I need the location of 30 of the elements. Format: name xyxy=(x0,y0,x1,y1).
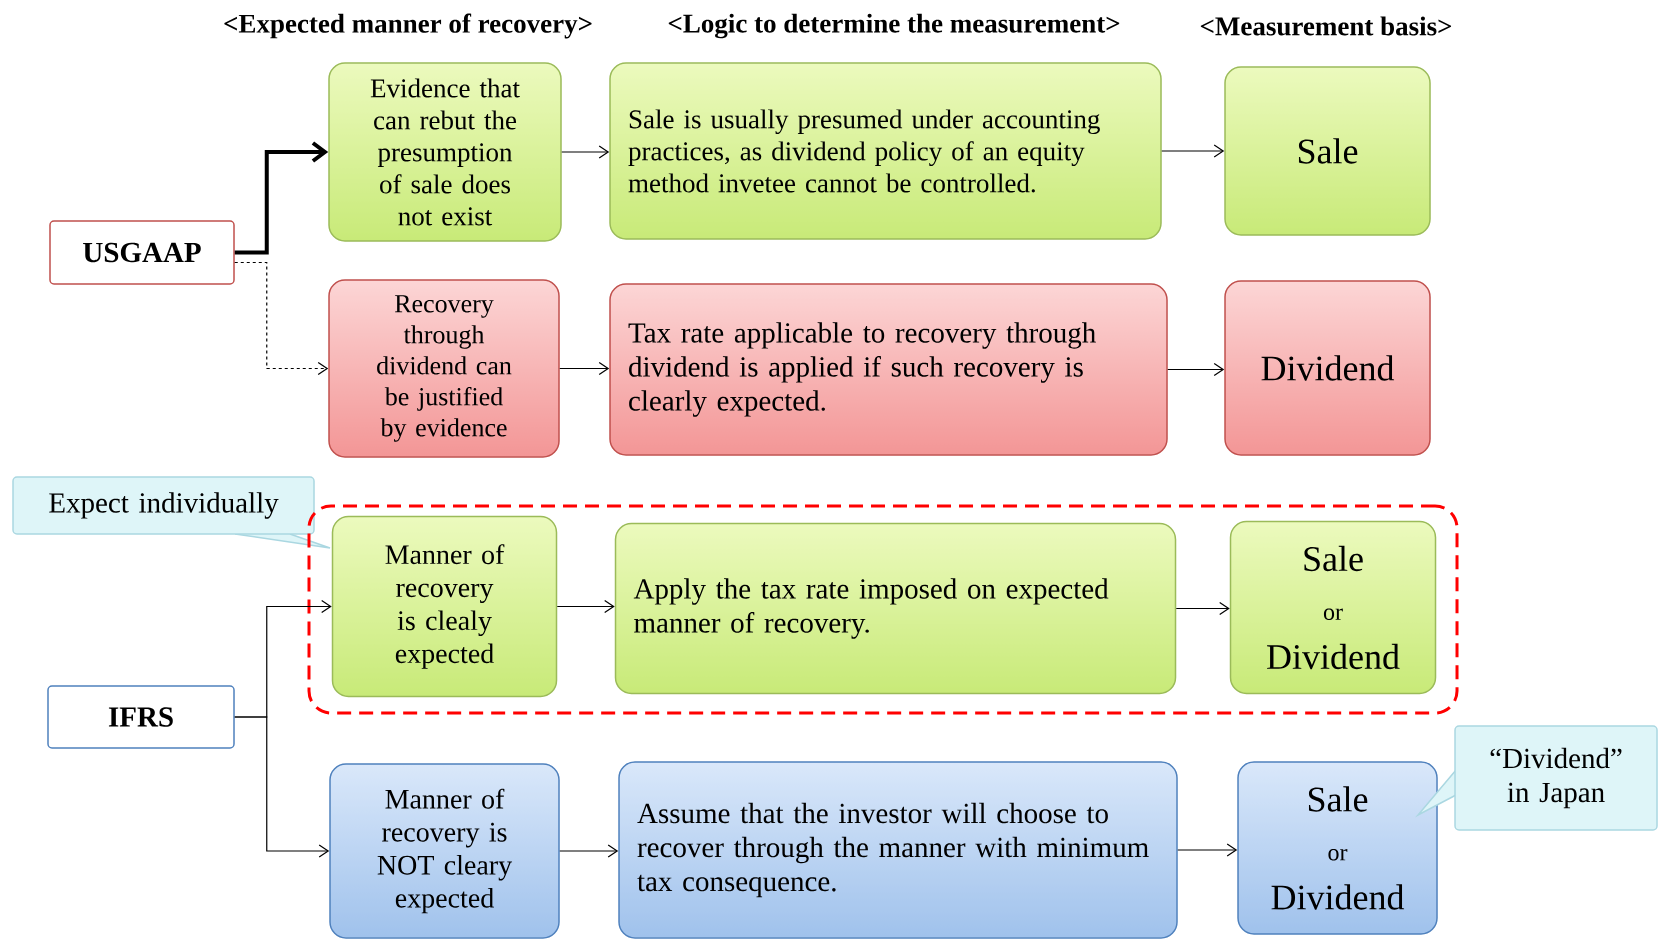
process-box: Sale is usually presumed under accounting practices, as dividend policy of an equity method invetee cannot be controlled. xyxy=(609,62,1162,240)
process-box: Manner of recovery is clealy expected xyxy=(331,515,558,698)
arrow xyxy=(234,261,329,376)
result-box: Sale or Dividend xyxy=(1237,761,1438,935)
standard-box: IFRS xyxy=(47,685,235,749)
arrow xyxy=(1175,601,1230,616)
standard-box: USGAAP xyxy=(49,220,235,285)
arrow xyxy=(1161,144,1225,158)
result-box: Sale or Dividend xyxy=(1229,520,1437,695)
arrow xyxy=(234,716,330,858)
arrow xyxy=(559,844,619,858)
column-heading: <Expected manner of recovery> xyxy=(224,13,592,39)
arrow xyxy=(559,361,610,376)
process-box: Manner of recovery is NOT cleary expected xyxy=(329,763,560,939)
arrow xyxy=(561,145,610,159)
dashed-group-box xyxy=(307,504,1459,715)
column-heading: <Measurement basis> xyxy=(1200,16,1452,36)
process-box: Apply the tax rate imposed on expected manner of recovery. xyxy=(614,522,1177,695)
process-box: Evidence that can rebut the presumption of sale does not exist xyxy=(328,62,562,242)
arrow xyxy=(1167,362,1225,377)
result-box: Sale xyxy=(1224,66,1431,236)
process-box: Tax rate applicable to recovery through dividend is applied if such recovery is clearly expected. xyxy=(609,283,1168,456)
result-box: Dividend xyxy=(1224,280,1431,456)
process-box: Assume that the investor will choose to recover through the manner with minimum tax consequence. xyxy=(618,761,1178,939)
arrow xyxy=(1177,843,1238,857)
callout: Expect individually xyxy=(12,476,331,549)
arrow xyxy=(234,141,329,255)
process-box: Recovery through dividend can be justified by evidence xyxy=(328,279,560,458)
callout: “Dividend” in Japan xyxy=(1414,725,1658,831)
arrow xyxy=(556,599,615,614)
